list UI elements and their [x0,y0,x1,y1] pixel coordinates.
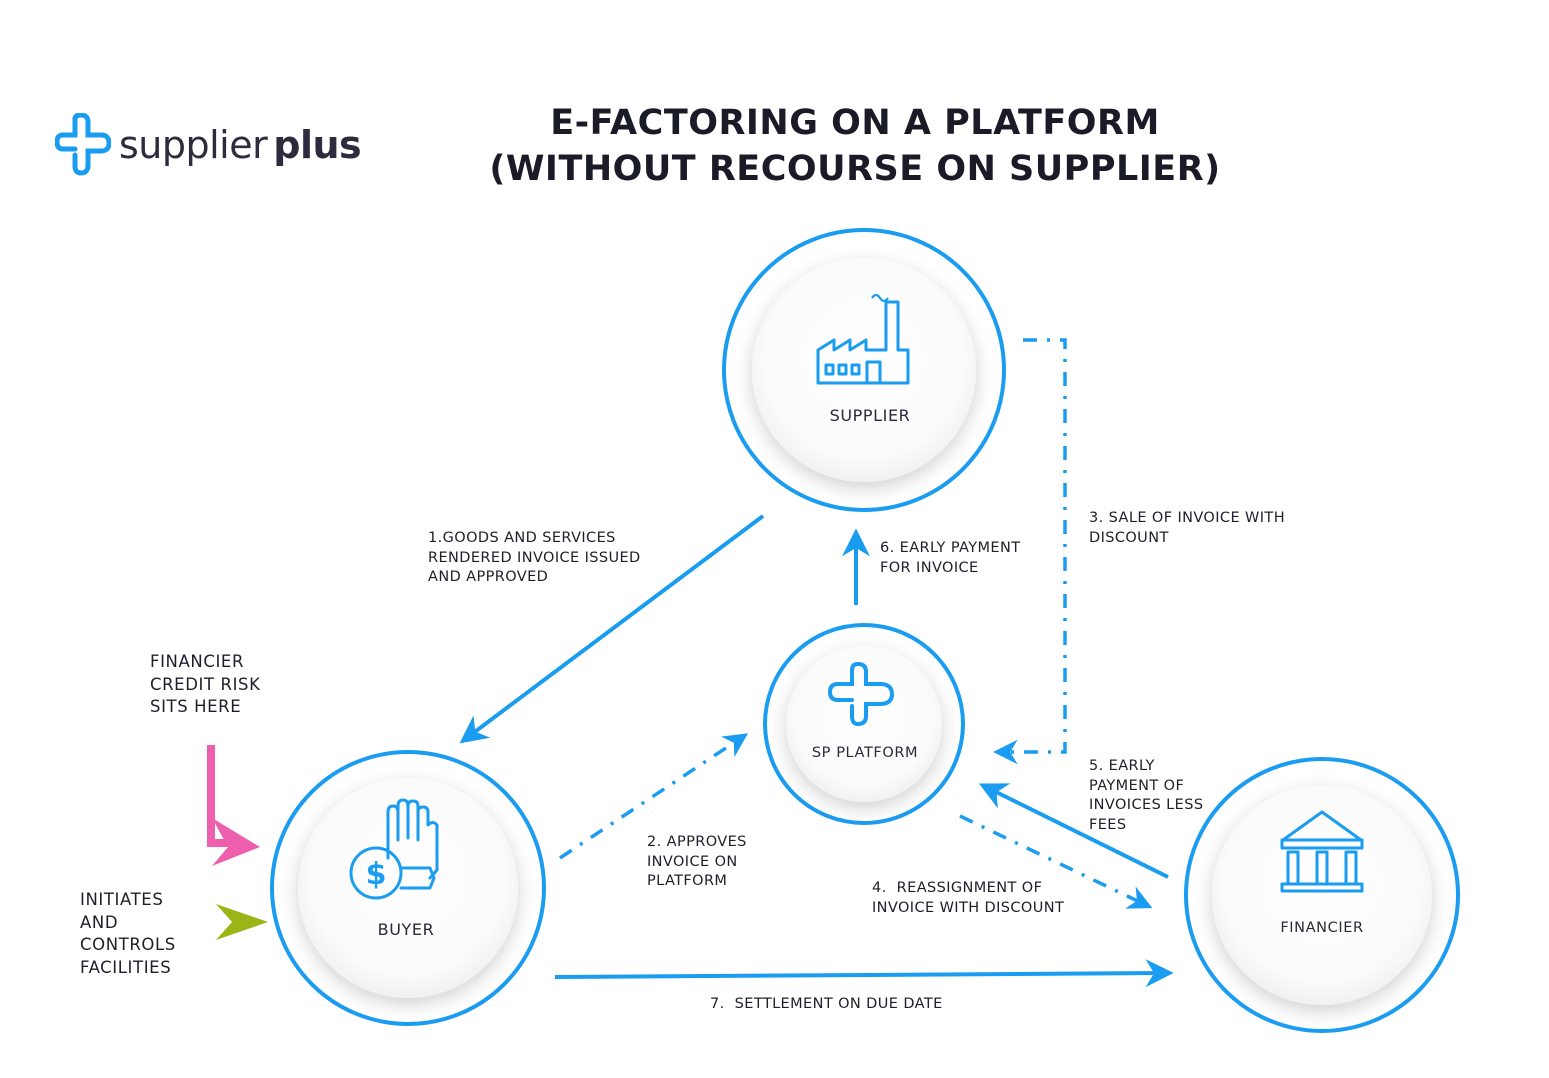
financier-node [1184,757,1460,1033]
step-6-line: FOR INVOICE [880,559,979,576]
financier-label: FINANCIER [1280,920,1364,936]
step-4-note: 4. REASSIGNMENT OF INVOICE WITH DISCOUNT [872,879,1064,918]
step-3-line: 3. SALE OF INVOICE WITH [1089,510,1285,526]
svg-text:$: $ [366,857,387,892]
step-5-line: INVOICES LESS [1089,797,1204,813]
buyer-label: BUYER [377,920,435,939]
step-5-line: FEES [1089,816,1127,833]
bank-icon [1280,810,1364,893]
step-1-note: 1.GOODS AND SERVICES RENDERED INVOICE IS… [428,529,641,588]
controls-note: INITIATES AND CONTROLS FACILITIES [80,889,176,979]
factory-icon [816,293,910,385]
flow-3-arrow [993,338,1067,765]
platform-label: SP PLATFORM [811,745,919,761]
title-line-1: E-FACTORING ON A PLATFORM [550,103,1160,143]
supplier-node [722,228,1006,512]
risk-note-line: CREDIT RISK [150,674,261,694]
controls-note-line: AND [80,912,119,932]
risk-arrow [207,745,260,866]
controls-arrow [216,904,268,940]
step-4-line: 4. REASSIGNMENT OF [872,880,1043,896]
step-2-note: 2. APPROVES INVOICE ON PLATFORM [647,833,747,892]
supplier-label: SUPPLIER [829,406,911,425]
step-3-note: 3. SALE OF INVOICE WITH DISCOUNT [1089,509,1285,548]
step-6-note: 6. EARLY PAYMENT FOR INVOICE [880,539,1020,578]
step-4-line: INVOICE WITH DISCOUNT [872,899,1065,916]
plus-cross-logo-icon [55,113,111,176]
hand-money-icon: $ [349,798,439,900]
brand-word-supplier: supplier [119,123,268,167]
step-2-line: 2. APPROVES [647,834,747,850]
flow-7-arrow [554,959,1174,988]
step-2-line: INVOICE ON [647,853,738,870]
step-3-line: DISCOUNT [1089,529,1169,546]
step-1-line: 1.GOODS AND SERVICES [428,530,616,546]
step-1-line: RENDERED INVOICE ISSUED [428,549,641,566]
step-2-line: PLATFORM [647,873,728,889]
flow-4-arrow [959,814,1153,909]
platform-logo-icon [827,661,895,727]
controls-note-line: INITIATES [80,890,164,909]
controls-note-line: CONTROLS [80,935,176,954]
title-line-2: (WITHOUT RECOURSE ON SUPPLIER) [489,149,1221,189]
risk-note-line: FINANCIER [150,652,245,671]
controls-note-line: FACILITIES [80,957,172,977]
step-7-note: 7. SETTLEMENT ON DUE DATE [710,995,943,1015]
page-title: E-FACTORING ON A PLATFORM (WITHOUT RECOU… [480,100,1230,192]
step-6-line: 6. EARLY PAYMENT [880,540,1021,556]
risk-note-line: SITS HERE [150,697,242,716]
step-1-line: AND APPROVED [428,569,549,585]
risk-note: FINANCIER CREDIT RISK SITS HERE [150,651,261,719]
flow-1-arrow [459,514,765,744]
step-5-line: PAYMENT OF [1089,777,1185,794]
step-7-line: 7. SETTLEMENT ON DUE DATE [710,996,943,1012]
flow-5-arrow [978,783,1169,879]
step-5-note: 5. EARLY PAYMENT OF INVOICES LESS FEES [1089,757,1203,835]
brand-word-plus: plus [273,123,362,167]
step-5-line: 5. EARLY [1089,758,1155,774]
